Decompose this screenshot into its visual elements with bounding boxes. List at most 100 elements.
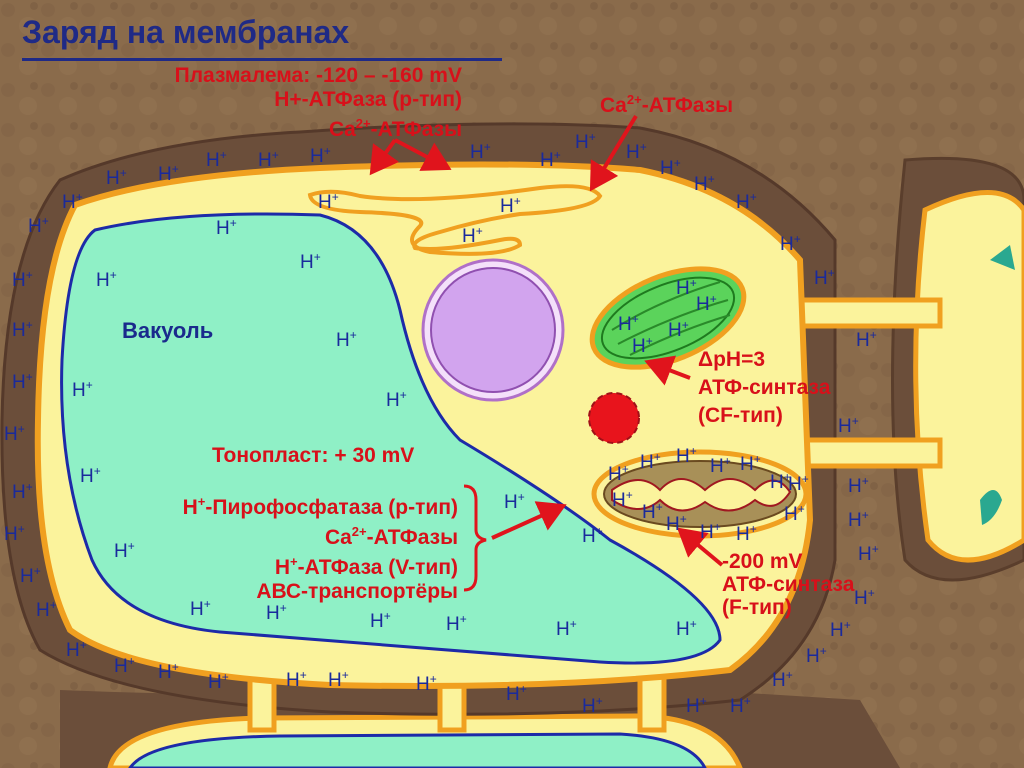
proton-ion: H+ xyxy=(612,488,633,511)
chloroplast-label: ΔpH=3 АТФ-синтаза (CF-тип) xyxy=(698,346,830,430)
mitochondrion-label: -200 mV АТФ-синтаза (F-тип) xyxy=(722,550,854,619)
proton-ion: H+ xyxy=(676,444,697,467)
proton-ion: H+ xyxy=(830,618,851,641)
proton-ion: H+ xyxy=(12,480,33,503)
red-granule xyxy=(588,392,640,444)
vacuole-label: Вакуоль xyxy=(122,318,214,343)
proton-ion: H+ xyxy=(806,644,827,667)
tonoplast-line-2: Ca2+-АТФазы xyxy=(324,524,458,549)
proton-ion: H+ xyxy=(668,318,689,341)
proton-ion: H+ xyxy=(736,190,757,213)
proton-ion: H+ xyxy=(258,148,279,171)
proton-ion: H+ xyxy=(190,597,211,620)
proton-ion: H+ xyxy=(386,388,407,411)
proton-ion: H+ xyxy=(20,564,41,587)
mitochondrion xyxy=(591,449,809,539)
proton-ion: H+ xyxy=(158,660,179,683)
proton-ion: H+ xyxy=(575,130,596,153)
proton-ion: H+ xyxy=(608,462,629,485)
proton-ion: H+ xyxy=(208,670,229,693)
proton-ion: H+ xyxy=(556,617,577,640)
proton-ion: H+ xyxy=(618,312,639,335)
proton-ion: H+ xyxy=(114,539,135,562)
proton-ion: H+ xyxy=(462,224,483,247)
plasmalemma-line-3: Ca2+-АТФазы xyxy=(328,116,462,141)
proton-ion: H+ xyxy=(370,609,391,632)
mitochondrion-line-1: -200 mV xyxy=(722,550,803,573)
proton-ion: H+ xyxy=(216,216,237,239)
chloroplast-line-1: ΔpH=3 xyxy=(698,348,766,371)
proton-ion: H+ xyxy=(300,250,321,273)
chloroplast xyxy=(589,266,747,370)
chloroplast-line-3: (CF-тип) xyxy=(698,404,783,427)
vacuole xyxy=(60,212,722,665)
proton-ion: H+ xyxy=(696,292,717,315)
tonoplast-line-3: H+-АТФаза (V-тип) xyxy=(274,554,458,579)
proton-ion: H+ xyxy=(858,542,879,565)
plasmalemma-line-2: H+-АТФаза (р-тип) xyxy=(274,88,462,111)
proton-ion: H+ xyxy=(632,334,653,357)
proton-ion: H+ xyxy=(582,694,603,717)
proton-ion: H+ xyxy=(446,612,467,635)
tonoplast-line-1: H+-Пирофосфатаза (р-тип) xyxy=(182,494,458,519)
proton-ion: H+ xyxy=(506,682,527,705)
proton-ion: H+ xyxy=(848,474,869,497)
proton-ion: H+ xyxy=(772,668,793,691)
proton-ion: H+ xyxy=(666,512,687,535)
proton-ion: H+ xyxy=(770,470,791,493)
plasmalemma-line-1: Плазмалема: -120 – -160 mV xyxy=(174,64,462,87)
tonoplast-title: Тонопласт: + 30 mV xyxy=(212,444,415,467)
proton-ion: H+ xyxy=(500,194,521,217)
tonoplast-label: H+-Пирофосфатаза (р-тип) Ca2+-АТФазы H+-… xyxy=(100,490,458,604)
proton-ion: H+ xyxy=(582,524,603,547)
tonoplast-brace xyxy=(463,484,487,592)
proton-ion: H+ xyxy=(310,144,331,167)
proton-ion: H+ xyxy=(12,268,33,291)
title-underline xyxy=(22,58,502,61)
proton-ion: H+ xyxy=(700,520,721,543)
proton-ion: H+ xyxy=(814,266,835,289)
proton-ion: H+ xyxy=(686,694,707,717)
chloroplast-line-2: АТФ-синтаза xyxy=(698,376,831,399)
proton-ion: H+ xyxy=(642,500,663,523)
proton-ion: H+ xyxy=(540,148,561,171)
proton-ion: H+ xyxy=(12,370,33,393)
mitochondrion-line-3: (F-тип) xyxy=(722,596,792,619)
page-title: Заряд на мембранах xyxy=(22,14,350,50)
proton-ion: H+ xyxy=(66,638,87,661)
proton-ions: H+H+H+H+H+H+H+H+H+H+H+H+H+H+H+H+H+H+H+H+… xyxy=(4,130,879,717)
proton-ion: H+ xyxy=(626,140,647,163)
proton-ion: H+ xyxy=(36,598,57,621)
proton-ion: H+ xyxy=(62,190,83,213)
proton-ion: H+ xyxy=(158,162,179,185)
proton-ion: H+ xyxy=(854,586,875,609)
proton-ion: H+ xyxy=(80,464,101,487)
proton-ion: H+ xyxy=(640,450,661,473)
proton-ion: H+ xyxy=(4,422,25,445)
proton-ion: H+ xyxy=(784,502,805,525)
proton-ion: H+ xyxy=(4,522,25,545)
proton-ion: H+ xyxy=(28,214,49,237)
proton-ion: H+ xyxy=(286,668,307,691)
proton-ion: H+ xyxy=(788,472,809,495)
proton-ion: H+ xyxy=(336,328,357,351)
proton-ion: H+ xyxy=(12,318,33,341)
endoplasmic-reticulum xyxy=(307,184,603,256)
proton-ion: H+ xyxy=(736,522,757,545)
proton-ion: H+ xyxy=(694,172,715,195)
proton-ion: H+ xyxy=(504,490,525,513)
proton-ion: H+ xyxy=(740,452,761,475)
proton-ion: H+ xyxy=(676,276,697,299)
mitochondrion-line-2: АТФ-синтаза xyxy=(722,573,855,596)
proton-ion: H+ xyxy=(856,328,877,351)
tonoplast-line-4: АВС-транспортёры xyxy=(256,580,458,603)
er-calcium-label: Ca2+-АТФазы xyxy=(600,92,734,117)
proton-ion: H+ xyxy=(318,190,339,213)
proton-ion: H+ xyxy=(660,156,681,179)
proton-ion: H+ xyxy=(206,148,227,171)
arrows xyxy=(369,114,724,567)
proton-ion: H+ xyxy=(470,140,491,163)
proton-ion: H+ xyxy=(676,617,697,640)
proton-ion: H+ xyxy=(780,232,801,255)
